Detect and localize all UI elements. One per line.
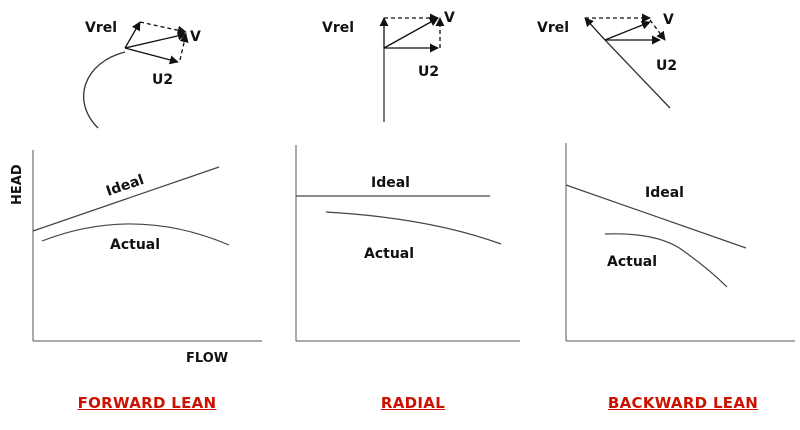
u2-label-forward: U2: [152, 72, 173, 88]
v-label-backward: V: [663, 12, 674, 28]
caption-radial: RADIAL: [380, 394, 446, 412]
caption-backward-lean: BACKWARD LEAN: [607, 394, 759, 412]
v-label-forward: V: [190, 29, 201, 45]
v-label-radial: V: [444, 10, 455, 26]
u2-vector-forward: [124, 47, 179, 65]
vrel-label-radial: Vrel: [322, 20, 354, 36]
head-axis-label: HEAD: [10, 164, 25, 205]
panel-radial: Vrel V U2 Ideal Actual: [295, 10, 520, 342]
blade-curve-forward: [83, 51, 126, 129]
flow-axis-label: FLOW: [186, 351, 228, 366]
caption-forward-lean: FORWARD LEAN: [77, 394, 217, 412]
v-vector-radial: [383, 17, 439, 49]
ideal-label-radial: Ideal: [371, 175, 410, 191]
axes-forward: [32, 150, 262, 342]
actual-curve-radial: [325, 211, 502, 245]
panel-forward-lean: Vrel V U2 HEAD FLOW Ideal Actual: [10, 20, 262, 366]
vrel-vector-forward: [124, 21, 141, 49]
vrel-label-backward: Vrel: [537, 20, 569, 36]
v-vector-backward: [604, 20, 651, 41]
velocity-triangle-forward: [83, 21, 189, 129]
dashed-side-forward: [179, 33, 189, 61]
ideal-curve-backward: [565, 184, 747, 249]
vrel-vector-backward: [584, 17, 606, 41]
u2-label-radial: U2: [418, 64, 439, 80]
axes-backward: [565, 143, 795, 342]
actual-label-radial: Actual: [364, 246, 414, 262]
actual-curve-backward: [604, 233, 728, 288]
actual-curve-forward: [41, 223, 230, 246]
dashed-top-forward: [139, 21, 187, 35]
u2-label-backward: U2: [656, 58, 677, 74]
panel-backward-lean: Vrel V U2 Ideal Actual: [537, 12, 795, 342]
vrel-label-forward: Vrel: [85, 20, 117, 36]
ideal-curve-forward: [32, 166, 220, 232]
blade-line-backward: [604, 39, 671, 109]
axes-radial: [295, 145, 520, 342]
actual-label-forward: Actual: [110, 237, 160, 253]
actual-label-backward: Actual: [607, 254, 657, 270]
v-vector-forward: [124, 31, 187, 49]
ideal-label-forward: Ideal: [104, 172, 146, 200]
ideal-label-backward: Ideal: [645, 185, 684, 201]
velocity-triangle-radial: [379, 13, 445, 122]
velocity-triangle-backward: [584, 13, 671, 109]
